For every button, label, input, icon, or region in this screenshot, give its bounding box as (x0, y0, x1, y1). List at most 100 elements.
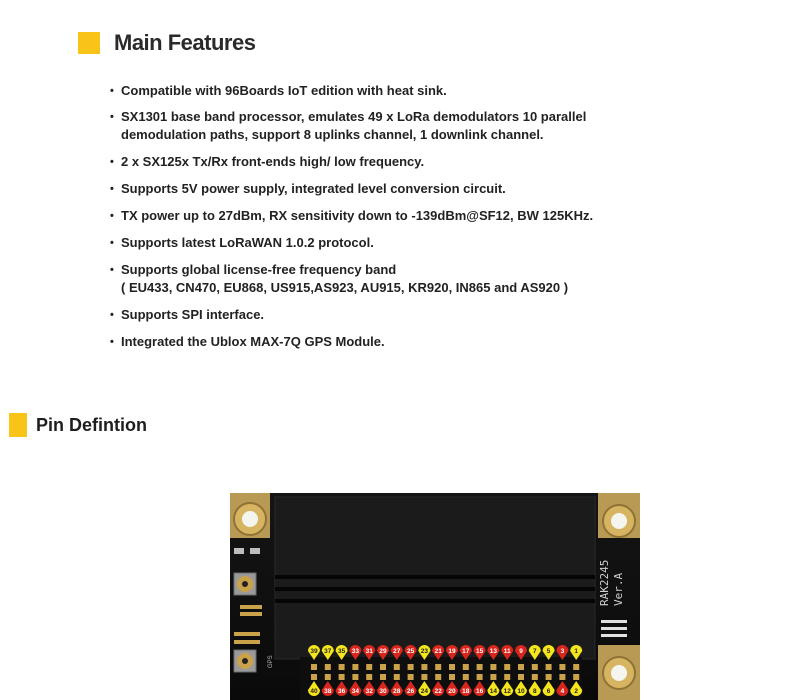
pin-marker: 32 (363, 674, 376, 696)
pin-number: 14 (490, 688, 498, 695)
pin-marker: 27 (390, 645, 403, 670)
pin-shape (418, 681, 431, 696)
pin-marker: 35 (335, 645, 348, 670)
header-pad (504, 664, 511, 670)
pin-number: 24 (421, 688, 429, 695)
pin-marker: 37 (321, 645, 334, 670)
pin-shape (459, 645, 472, 660)
header-pad (559, 674, 566, 680)
feature-text: Supports latest LoRaWAN 1.0.2 protocol. (121, 235, 374, 250)
pin-shape (542, 681, 555, 696)
pin-marker: 3 (556, 645, 569, 670)
header-pad (407, 664, 414, 670)
pin-number: 36 (338, 688, 346, 695)
pin-number: 22 (435, 688, 443, 695)
pin-shape (515, 645, 527, 660)
pin-shape (459, 681, 472, 696)
pin-number: 16 (476, 688, 484, 695)
main-features-heading: Main Features (78, 30, 256, 56)
pin-shape (404, 681, 417, 696)
pin-marker: 9 (515, 645, 527, 670)
feature-item: Supports global license-free frequency b… (110, 261, 730, 297)
board-version-label: Ver.A (612, 573, 625, 606)
pin-marker: 18 (459, 674, 472, 696)
board-model-label: RAK2245 (598, 560, 611, 606)
header-pad (311, 664, 317, 670)
pin-number: 7 (533, 648, 537, 655)
pin-marker: 33 (349, 645, 362, 670)
heading-marker (78, 32, 100, 54)
pin-shape (570, 645, 583, 660)
header-pad (449, 674, 455, 680)
pin-shape (528, 645, 541, 660)
header-pad (380, 674, 386, 680)
header-pad (531, 674, 538, 680)
main-features-title: Main Features (114, 30, 256, 55)
pin-number: 26 (407, 688, 415, 695)
pin-marker: 39 (308, 645, 320, 670)
header-pad (531, 664, 538, 670)
pin-marker: 15 (473, 645, 486, 670)
pin-marker: 5 (542, 645, 555, 670)
pin-marker: 40 (308, 674, 320, 696)
header-pad (421, 664, 428, 670)
header-pad (490, 664, 497, 670)
pin-shape (542, 645, 555, 660)
pin-number: 6 (547, 688, 551, 695)
pin-definition-title: Pin Defintion (36, 414, 147, 435)
header-pad (352, 674, 359, 680)
pin-marker: 30 (377, 674, 389, 696)
header-pad (311, 674, 317, 680)
pin-shape (515, 681, 527, 696)
pin-number: 35 (338, 648, 346, 655)
pin-shape (321, 681, 334, 696)
pin-shape (432, 645, 445, 660)
mounting-hole (230, 493, 270, 538)
feature-text-continued: demodulation paths, support 8 uplinks ch… (121, 127, 544, 142)
header-pad (421, 674, 428, 680)
pin-marker: 38 (321, 674, 334, 696)
feature-text: SX1301 base band processor, emulates 49 … (121, 109, 587, 124)
pin-number: 15 (476, 648, 484, 655)
pin-shape (335, 645, 348, 660)
feature-item: Supports latest LoRaWAN 1.0.2 protocol. (110, 234, 730, 252)
feature-text-continued: ( EU433, CN470, EU868, US915,AS923, AU91… (121, 280, 569, 295)
pin-number: 23 (421, 648, 429, 655)
pin-number: 5 (547, 648, 551, 655)
pin-marker: 22 (432, 674, 445, 696)
pin-marker: 19 (446, 645, 458, 670)
header-pad (338, 664, 345, 670)
pin-shape (363, 645, 376, 660)
pin-number: 10 (517, 688, 525, 695)
feature-text: Integrated the Ublox MAX-7Q GPS Module. (121, 334, 385, 349)
pin-number: 32 (366, 688, 374, 695)
header-pad (324, 664, 331, 670)
pin-shape (487, 645, 500, 660)
header-pad (366, 674, 373, 680)
feature-item: Integrated the Ublox MAX-7Q GPS Module. (110, 333, 730, 351)
pin-number: 9 (519, 648, 523, 655)
header-pad (393, 674, 400, 680)
pin-shape (349, 645, 362, 660)
pin-marker: 13 (487, 645, 500, 670)
heading-marker (9, 413, 27, 437)
pin-shape (390, 645, 403, 660)
pin-marker: 11 (501, 645, 514, 670)
feature-item: TX power up to 27dBm, RX sensitivity dow… (110, 207, 730, 225)
pin-number: 8 (533, 688, 537, 695)
header-pad (476, 674, 483, 680)
header-pad (476, 664, 483, 670)
pin-number: 37 (324, 648, 332, 655)
pin-shape (308, 645, 320, 660)
heat-sink (274, 496, 596, 660)
pin-marker: 1 (570, 645, 583, 670)
pin-number: 2 (574, 688, 578, 695)
pin-number: 4 (561, 688, 565, 695)
pin-marker: 17 (459, 645, 472, 670)
header-pad (518, 674, 524, 680)
pin-shape (446, 681, 458, 696)
pin-number: 12 (504, 688, 512, 695)
pin-marker: 20 (446, 674, 458, 696)
feature-text: Supports 5V power supply, integrated lev… (121, 181, 506, 196)
